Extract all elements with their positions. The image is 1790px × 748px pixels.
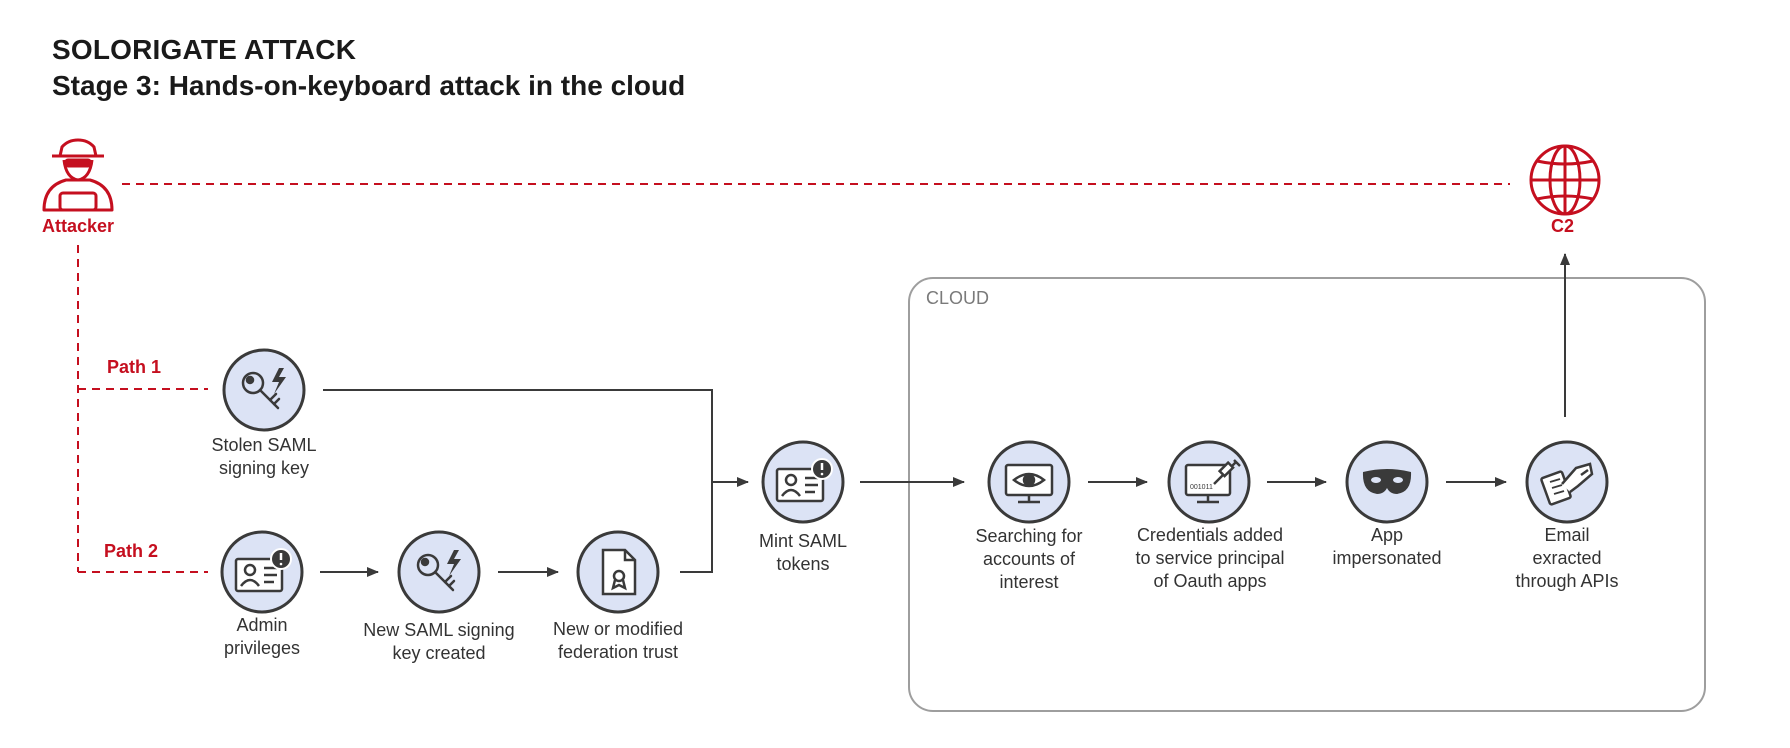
flow-connectors <box>320 253 1570 577</box>
mask-icon <box>1362 469 1412 494</box>
search-accounts-label: Searching for accounts of interest <box>975 526 1083 592</box>
path2-label: Path 2 <box>104 541 159 561</box>
email-extracted-label: Email exracted through APIs <box>1515 525 1619 591</box>
node-new-key <box>397 530 481 614</box>
id-card-icon <box>234 548 292 593</box>
app-impersonated-label: App impersonated <box>1332 525 1442 568</box>
cloud-boundary <box>908 277 1706 712</box>
monitor-syringe-icon: 001011 <box>1184 459 1241 504</box>
cloud-label: CLOUD <box>926 288 990 308</box>
diagram-title: SOLORIGATE ATTACK <box>52 34 357 65</box>
globe-icon <box>1529 144 1601 216</box>
credentials-added-label: Credentials added to service principal o… <box>1135 525 1285 591</box>
federation-trust-label: New or modified federation trust <box>552 619 684 662</box>
id-card-icon <box>775 458 833 503</box>
diagram-subtitle: Stage 3: Hands-on-keyboard attack in the… <box>52 70 686 101</box>
admin-privileges-label: Admin privileges <box>223 615 301 658</box>
stolen-key-label: Stolen SAML signing key <box>211 435 317 478</box>
c2-label: C2 <box>1551 216 1575 236</box>
hacker-icon <box>42 138 114 212</box>
mint-tokens-label: Mint SAML tokens <box>758 531 848 574</box>
path1-label: Path 1 <box>107 357 162 377</box>
merge-connector <box>323 389 713 573</box>
svg-text:001011: 001011 <box>1190 484 1213 491</box>
monitor-eye-icon <box>1004 463 1054 504</box>
hand-document-icon <box>1540 462 1594 506</box>
attacker-label: Attacker <box>42 216 115 236</box>
key-icon <box>416 550 461 592</box>
new-key-label: New SAML signing key created <box>363 620 515 663</box>
node-stolen-key <box>222 348 306 432</box>
certificate-icon <box>601 548 637 596</box>
key-icon <box>241 368 286 410</box>
attacker-connectors <box>77 183 1510 573</box>
